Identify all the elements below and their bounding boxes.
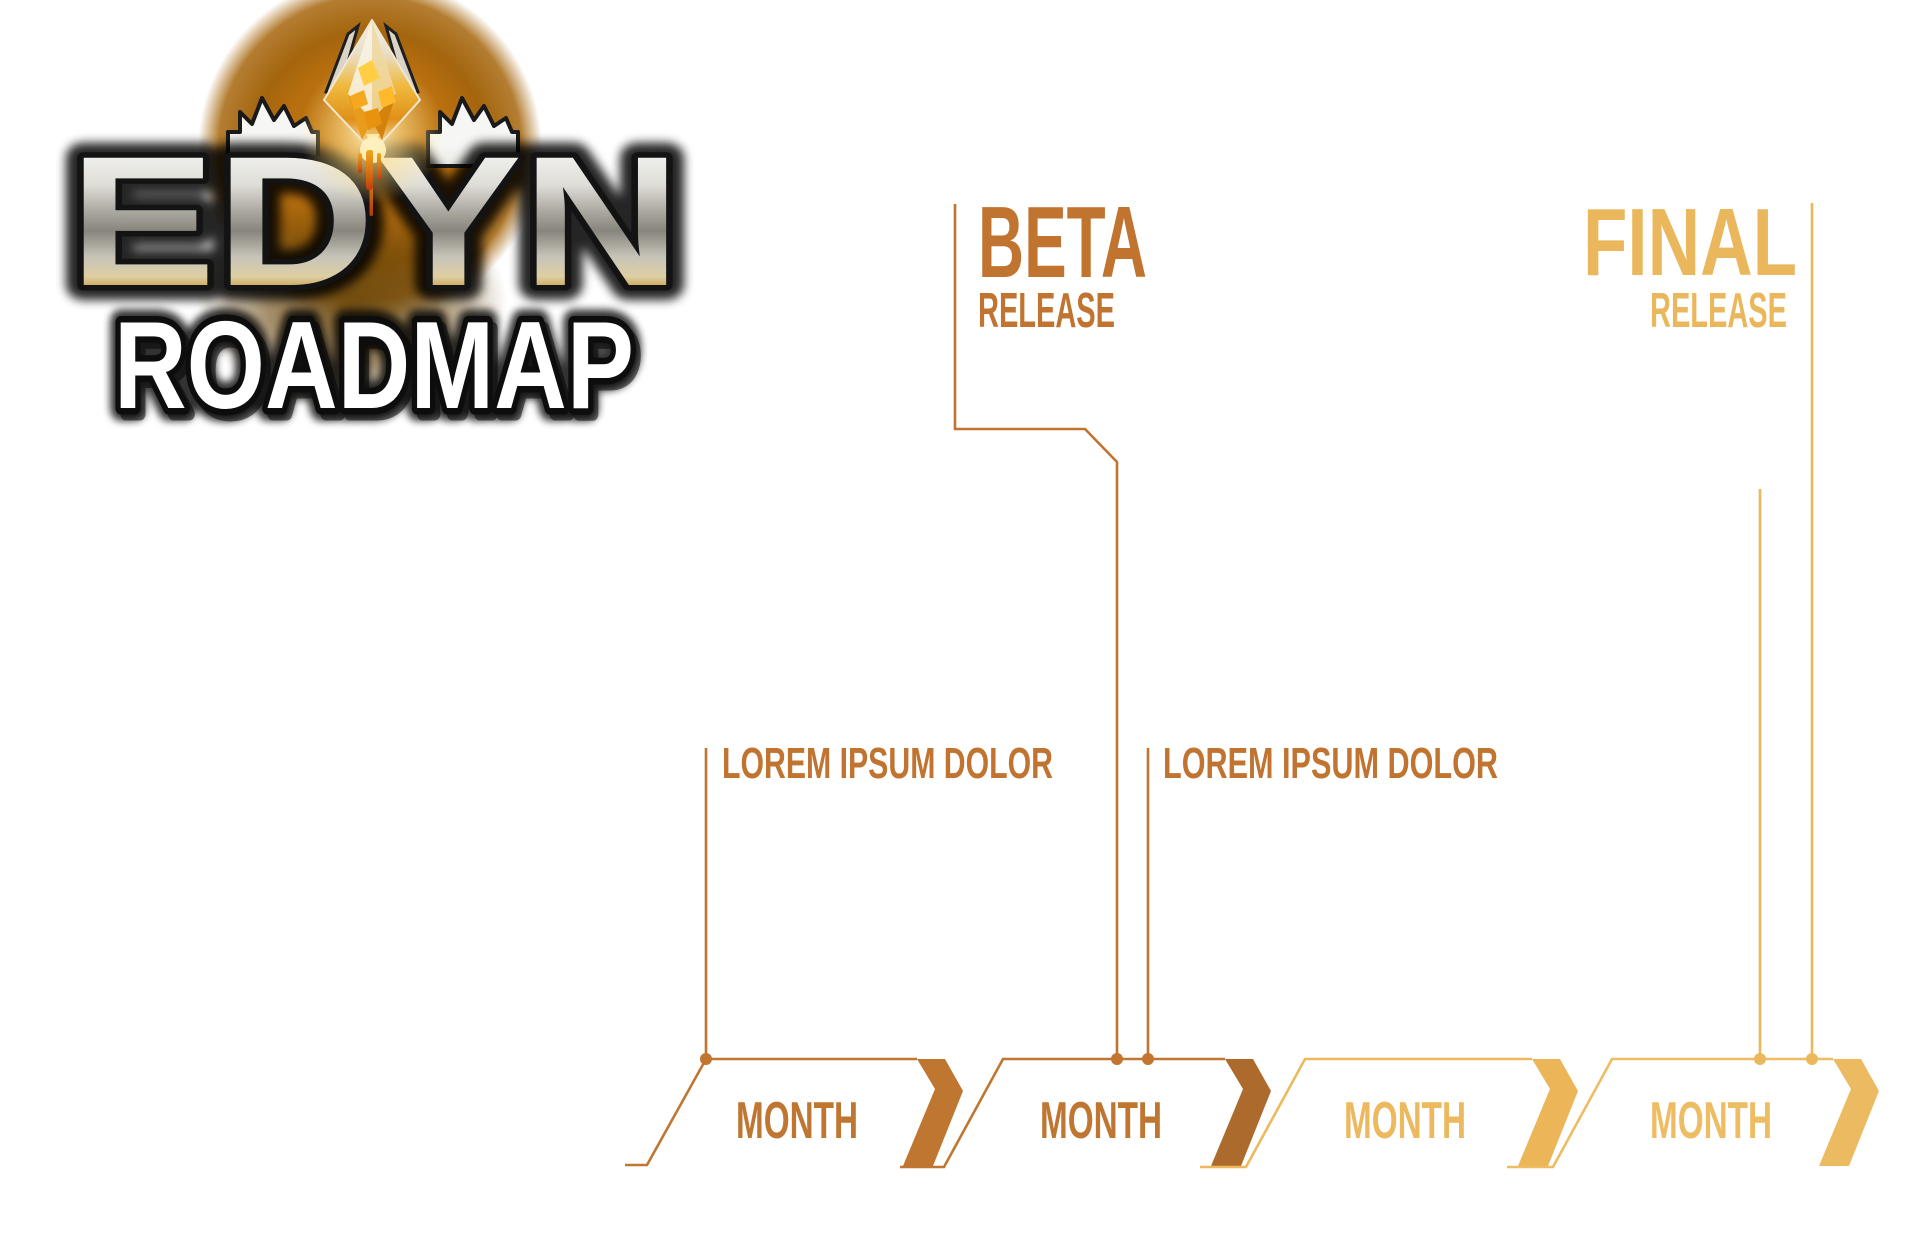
beta-subtitle: RELEASE xyxy=(978,284,1115,338)
gem-nugget xyxy=(378,86,396,108)
month-2-label: MONTH xyxy=(1040,1092,1162,1150)
timeline-node-dot xyxy=(1142,1053,1154,1065)
milestone-beta: BETA RELEASE xyxy=(953,187,1147,1059)
milestone-final: FINAL RELEASE xyxy=(1583,189,1814,1059)
timeline-node-dot xyxy=(1754,1053,1766,1065)
logo-subtitle: ROADMAP xyxy=(114,297,634,435)
month-3-label: MONTH xyxy=(1344,1092,1466,1150)
logo-under-glow xyxy=(197,192,507,412)
month-1-outline xyxy=(625,1057,917,1167)
gem-icon xyxy=(300,19,444,216)
annotation-left-text: LOREM IPSUM DOLOR xyxy=(722,739,1053,788)
timeline-node-dot xyxy=(1806,1053,1818,1065)
final-title: FINAL xyxy=(1583,189,1797,296)
timeline-node-dot xyxy=(1111,1053,1123,1065)
timeline: MONTH MONTH MONTH MONTH xyxy=(625,1053,1879,1169)
month-1-chevron-icon xyxy=(903,1059,963,1166)
month-4-chevron-icon xyxy=(1819,1059,1879,1166)
logo-subtitle-shadow: ROADMAP xyxy=(114,297,634,435)
beta-connector-line xyxy=(953,204,1119,1059)
annotation-right: LOREM IPSUM DOLOR xyxy=(1146,739,1498,1059)
timeline-node-dot xyxy=(700,1053,712,1065)
edyn-logo: EDYN EDYN xyxy=(54,0,696,448)
month-4-label: MONTH xyxy=(1650,1092,1772,1150)
gem-drip xyxy=(366,150,373,190)
month-1-label: MONTH xyxy=(736,1092,858,1150)
gem-drip xyxy=(377,153,381,180)
gem-nugget xyxy=(364,108,382,130)
gem-facet xyxy=(372,94,396,140)
gem-nugget xyxy=(358,60,380,86)
annotation-left: LOREM IPSUM DOLOR xyxy=(704,739,1053,1059)
gem-nugget xyxy=(350,90,368,110)
month-3-chevron-icon xyxy=(1518,1059,1578,1166)
beta-title: BETA xyxy=(978,187,1147,299)
annotation-right-text: LOREM IPSUM DOLOR xyxy=(1163,739,1498,788)
gem-drip xyxy=(358,153,362,173)
month-4-outline xyxy=(1507,1057,1833,1169)
month-3-outline xyxy=(1200,1057,1532,1169)
final-subtitle: RELEASE xyxy=(1650,284,1787,338)
month-2-chevron-icon xyxy=(1211,1059,1271,1166)
logo-subtitle-dropshadow: ROADMAP xyxy=(119,303,639,441)
